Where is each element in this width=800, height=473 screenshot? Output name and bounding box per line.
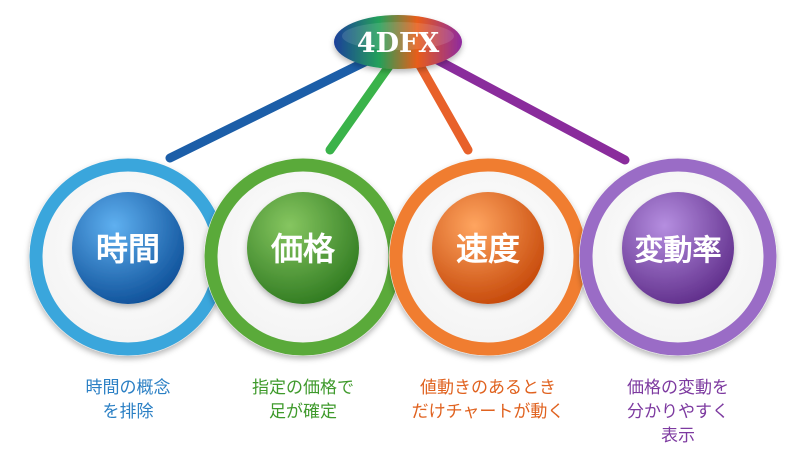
connector-line-3: [413, 57, 473, 155]
caption-speed: 値動きのあるとき だけチャートが動く: [400, 376, 576, 424]
hub-label: 4DFX: [357, 28, 439, 59]
connector-line-1: [165, 47, 390, 163]
node-label-time: 時間: [96, 230, 160, 268]
node-core-volatility: [622, 192, 734, 304]
caption-price: 指定の価格で 足が確定: [223, 376, 383, 424]
node-volatility: 変動率: [579, 158, 777, 356]
node-label-volatility: 変動率: [634, 233, 721, 267]
caption-speed-line-1: 値動きのあるとき: [420, 378, 556, 398]
connector-line-4: [423, 50, 630, 165]
caption-time-line-1: 時間の概念: [85, 378, 171, 398]
caption-volatility-line-1: 価格の変動を: [627, 378, 729, 398]
caption-volatility-line-2: 分かりやすく: [627, 402, 729, 422]
caption-price-line-1: 指定の価格で: [252, 378, 354, 398]
connector-line-2: [325, 57, 397, 155]
caption-speed-line-2: だけチャートが動く: [411, 402, 565, 422]
node-time: 時間: [29, 158, 227, 356]
caption-volatility: 価格の変動を 分かりやすく 表示: [598, 376, 758, 448]
caption-volatility-line-3: 表示: [661, 426, 695, 446]
caption-time: 時間の概念 を排除: [48, 376, 208, 424]
node-label-price: 価格: [270, 230, 336, 268]
node-core-time: [72, 192, 184, 304]
hub-node: 4DFX: [334, 15, 462, 69]
node-core-price: [247, 192, 359, 304]
node-speed: 速度: [389, 158, 587, 356]
node-label-speed: 速度: [456, 230, 520, 268]
caption-price-line-2: 足が確定: [269, 402, 337, 422]
caption-time-line-2: を排除: [102, 402, 154, 422]
node-ring-volatility: [579, 158, 777, 356]
node-price: 価格: [204, 158, 402, 356]
node-core-speed: [432, 192, 544, 304]
